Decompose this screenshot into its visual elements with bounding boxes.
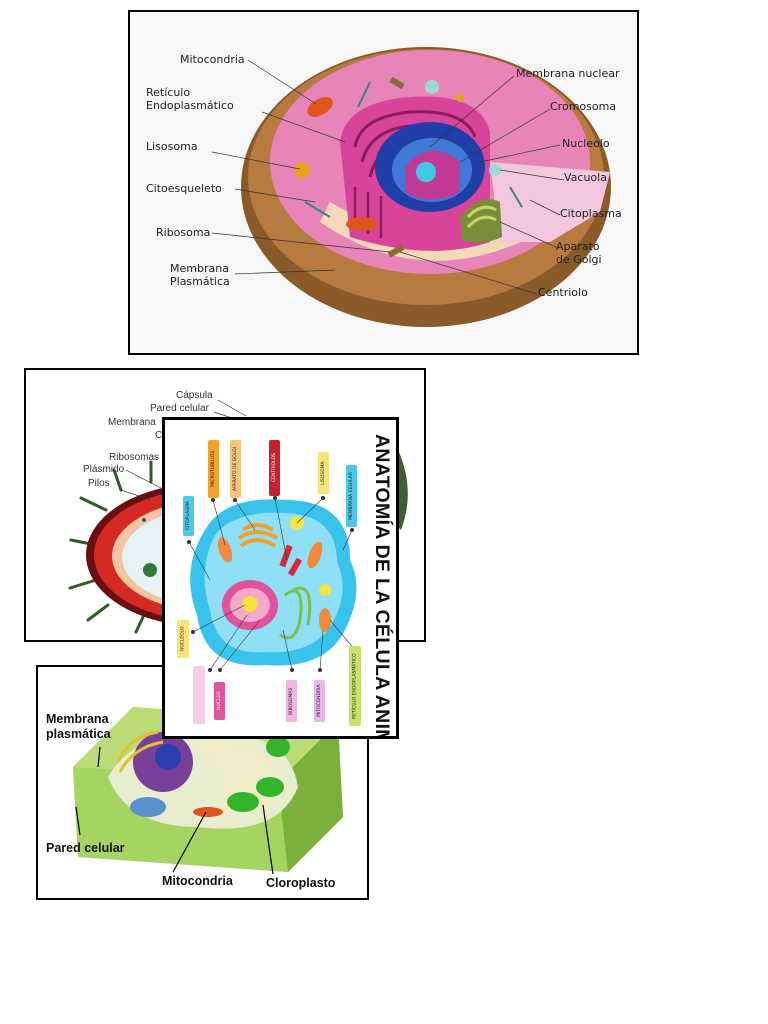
plant-cell-figure: Membrana plasmática Pared celular Mitoco… [36, 665, 369, 900]
label-capsula: Cápsula [176, 390, 213, 401]
label-lisosoma: Lisosoma [146, 140, 198, 153]
label-ribosoma: Ribosoma [156, 226, 211, 239]
label-ribosomas-bacteria: Ribosomas [109, 452, 160, 463]
tag-nucleo: NÚCLEO [214, 682, 225, 720]
golgi-shape [460, 199, 502, 243]
label-membrana-nuclear: Membrana nuclear [516, 67, 620, 80]
label-cromosoma: Cromosoma [550, 100, 617, 113]
tag-reticulo-endoplasmatico: RETÍCULO ENDOPLASMÁTICO [349, 646, 361, 726]
tag-membrana-celular: MEMBRANA CELULAR [346, 465, 357, 527]
label-citoesqueleto: Citoesqueleto [146, 182, 222, 195]
label-mitocondria: Mitocondria [180, 53, 245, 66]
label-mitocondria-plant: Mitocondria [162, 874, 233, 888]
label-membrana-plasmatica-plant: Membrana plasmática [46, 712, 111, 741]
tag-lisosoma: LISOSOMA [318, 452, 329, 494]
animal-anatomy-illustration [165, 420, 396, 736]
animal-cell-3d-illustration [130, 12, 637, 353]
tag-ribosomas: RIBOSOMAS [286, 680, 297, 722]
nucleus-shape [375, 122, 485, 212]
tag-aparato-golgi: APARATO DE GOLGI [230, 440, 241, 498]
label-nucleolo: Nucleolo [562, 137, 610, 150]
label-pared-celular-plant: Pared celular [46, 841, 125, 855]
tag-mitocondria: MITOCONDRIA [314, 680, 325, 722]
label-pared-celular-bacteria: Pared celular [150, 403, 209, 414]
label-cloroplasto-plant: Cloroplasto [266, 876, 336, 890]
tag-centriolos: CENTRIOLOS [269, 440, 280, 496]
tag-nucleo-blank [193, 666, 205, 724]
leader-lines [211, 59, 565, 295]
label-centriolo: Centriolo [538, 286, 588, 299]
plant-cell-illustration [38, 667, 367, 898]
animal-anatomy-figure: MICROTÚBULOS APARATO DE GOLGI CENTRIOLOS… [162, 417, 399, 739]
label-aparato-golgi: Aparato de Golgi [556, 240, 602, 267]
label-citoplasma: Citoplasma [560, 207, 622, 220]
label-c-partial: C [155, 430, 163, 441]
tag-microtubulos: MICROTÚBULOS [208, 440, 219, 498]
label-plasmido: Plásmido [83, 464, 125, 475]
label-membrana-plasmatica: Membrana Plasmática [170, 262, 230, 289]
tag-citoplasma: CITOPLASMA [183, 496, 194, 536]
tag-nucleolo: NUCLEOLO [177, 620, 189, 658]
label-membrana-bacteria: Membrana [108, 417, 156, 428]
label-pilos: Pilos [88, 478, 110, 489]
label-vacuola: Vacuola [564, 171, 607, 184]
anatomy-title: ANATOMÍA DE LA CÉLULA ANIMAL [371, 434, 393, 739]
label-reticulo-endoplasmatico: Retículo Endoplasmático [146, 86, 234, 113]
animal-cell-3d-figure: Mitocondria Retículo Endoplasmático Liso… [128, 10, 639, 355]
